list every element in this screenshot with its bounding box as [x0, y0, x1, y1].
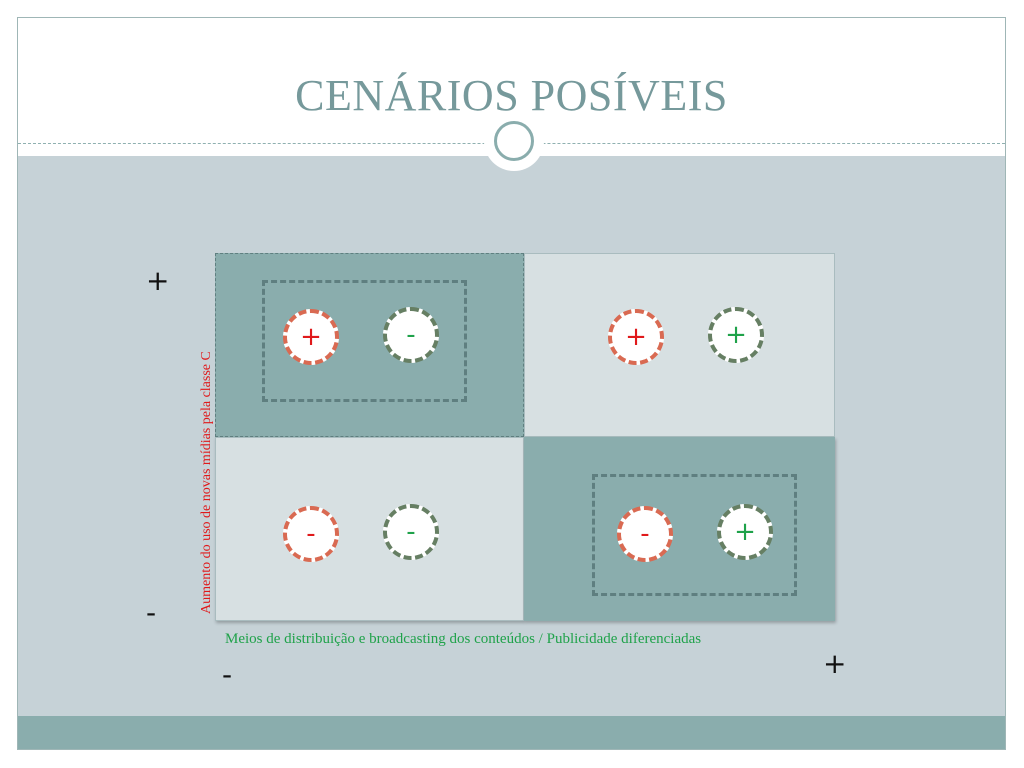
highlight-box-top-left: [262, 280, 467, 402]
footer-bar: [18, 716, 1005, 749]
marker-bottom-right-first: -: [617, 506, 673, 562]
marker-bottom-right-second: +: [717, 504, 773, 560]
x-axis-label: Meios de distribuição e broadcasting dos…: [225, 631, 702, 647]
marker-bottom-left-second: -: [383, 504, 439, 560]
marker-bottom-left-first: -: [283, 506, 339, 562]
x-axis-low-sign: -: [222, 658, 233, 691]
y-axis-label: Aumento do uso de novas mídias pela clas…: [199, 351, 214, 614]
highlight-box-bottom-right: [592, 474, 797, 596]
marker-top-left-second: -: [383, 307, 439, 363]
quadrant-top-right: [524, 253, 835, 437]
circle-ornament-icon: [484, 111, 544, 171]
quadrant-bottom-right: [524, 437, 835, 621]
quadrant-top-left: [215, 253, 524, 437]
y-axis-high-sign: +: [146, 264, 170, 297]
marker-top-right-second: +: [708, 307, 764, 363]
marker-top-right-first: +: [608, 309, 664, 365]
quadrant-bottom-left: [215, 437, 524, 621]
y-axis-low-sign: -: [146, 596, 157, 629]
slide: CENÁRIOS POSÍVEIS + - + + - - - + + - - …: [17, 17, 1006, 750]
x-axis-high-sign: +: [823, 647, 847, 680]
circle-ornament-ring: [494, 121, 534, 161]
marker-top-left-first: +: [283, 309, 339, 365]
